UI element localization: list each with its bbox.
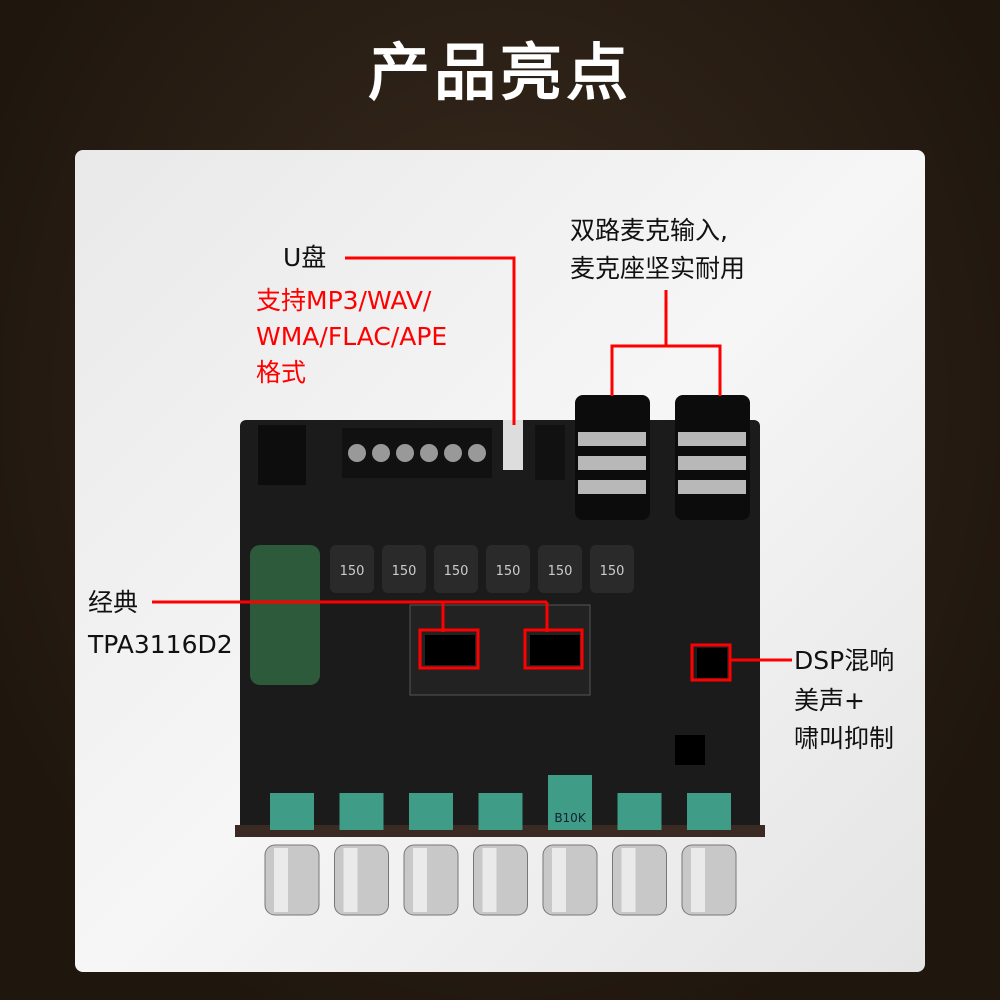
knob-highlight	[552, 848, 566, 912]
terminal-screw	[372, 444, 390, 462]
volume-knob[interactable]	[612, 844, 667, 916]
usb-format-line-1: 支持MP3/WAV/	[256, 286, 432, 315]
potentiometer	[270, 793, 314, 830]
knob-highlight	[482, 848, 497, 912]
inductor-marking: 150	[496, 564, 521, 579]
mic-label-line-2: 麦克座坚实耐用	[570, 254, 746, 283]
callout-lines	[152, 256, 792, 682]
potentiometer	[339, 793, 384, 830]
inductor-marking: 150	[392, 564, 417, 579]
terminal-block	[342, 428, 492, 478]
aux-jack	[535, 425, 565, 480]
terminal-screw	[396, 444, 414, 462]
knob-highlight	[621, 848, 636, 912]
dsp-label-line-3: 啸叫抑制	[794, 724, 895, 753]
potentiometer	[617, 793, 662, 830]
amp-label-line-1: 经典	[88, 588, 139, 617]
potentiometer	[478, 793, 523, 830]
inductor	[330, 545, 374, 593]
tpa3116-chip-2	[530, 635, 580, 665]
dsp-label-line-1: DSP混响	[794, 646, 895, 675]
dsp-chip	[697, 648, 727, 678]
inductor-marking: 150	[548, 564, 573, 579]
tpa3116-chip-1	[425, 635, 475, 665]
inductor	[382, 545, 426, 593]
inductor-marking: 150	[600, 564, 625, 579]
terminal-screw	[468, 444, 486, 462]
knob-highlight	[413, 848, 427, 912]
usb-port	[503, 420, 523, 470]
inductor	[590, 545, 634, 593]
dc-jack	[258, 425, 306, 485]
terminal-screw	[420, 444, 438, 462]
knob-highlight	[691, 848, 705, 912]
terminal-screw	[348, 444, 366, 462]
potentiometer	[687, 793, 731, 830]
bluetooth-chip	[675, 735, 705, 765]
volume-knob[interactable]	[334, 844, 389, 916]
inductor-marking: 150	[340, 564, 365, 579]
inductor	[486, 545, 530, 593]
volume-knob[interactable]	[403, 844, 459, 916]
potentiometer	[548, 775, 592, 830]
inductor-marking: 150	[444, 564, 469, 579]
volume-knob[interactable]	[473, 844, 528, 916]
mic-label-line-1: 双路麦克输入,	[570, 216, 728, 245]
electrolytic-capacitor	[250, 545, 320, 685]
terminal-screw	[444, 444, 462, 462]
volume-knob[interactable]	[264, 844, 320, 916]
inductor	[538, 545, 582, 593]
volume-knob[interactable]	[542, 844, 598, 916]
usb-format-line-2: WMA/FLAC/APE	[256, 322, 448, 351]
potentiometer-marking: B10K	[554, 811, 587, 825]
dsp-label-line-2: 美声+	[794, 686, 865, 715]
knob-highlight	[274, 848, 288, 912]
amp-label-line-2: TPA3116D2	[88, 630, 233, 659]
inductor	[434, 545, 478, 593]
page-title: 产品亮点	[367, 36, 632, 109]
usb-format-line-3: 格式	[256, 358, 307, 387]
volume-knob[interactable]	[681, 844, 737, 916]
knob-highlight	[343, 848, 358, 912]
potentiometer	[409, 793, 453, 830]
usb-label: U盘	[283, 243, 327, 272]
